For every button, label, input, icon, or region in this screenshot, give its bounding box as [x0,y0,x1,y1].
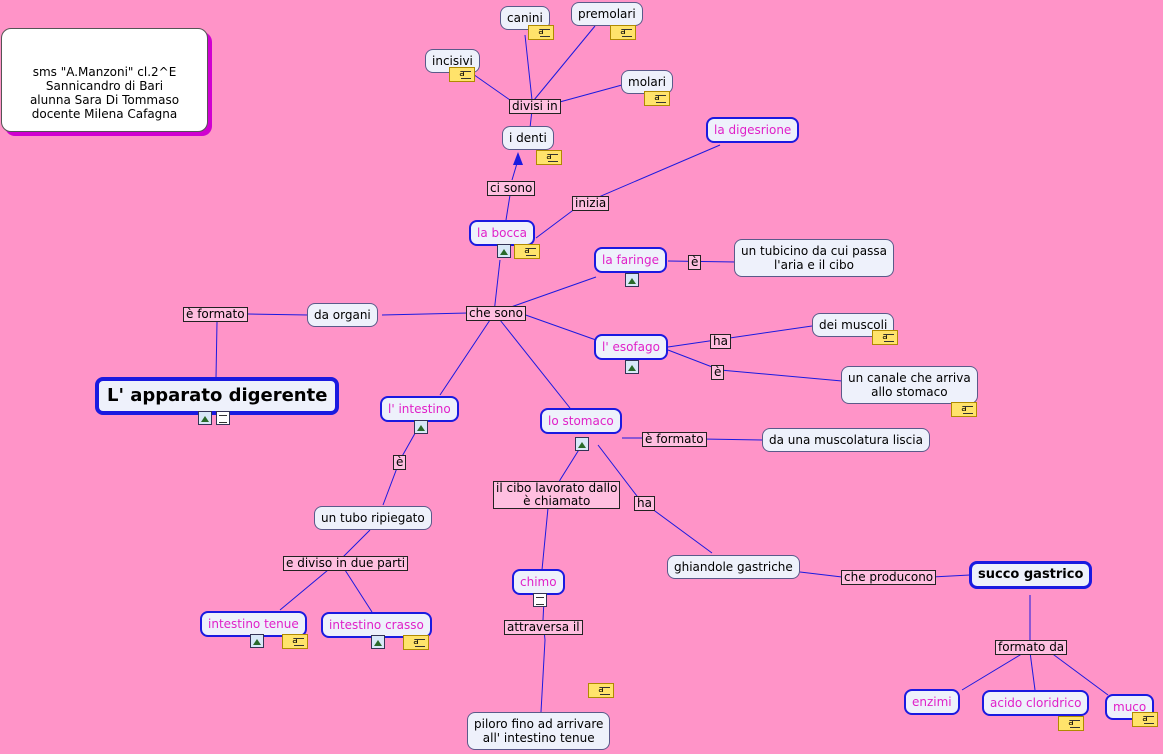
note-icon[interactable]: a [282,634,308,649]
note-icon[interactable]: a [1132,712,1158,727]
node-tubicino[interactable]: un tubicino da cui passa l'aria e il cib… [734,239,894,277]
main-concept-node[interactable]: L' apparato digerente [95,377,340,415]
node-line: un tubicino da cui passa [741,244,887,258]
link-label[interactable]: è [393,455,407,470]
image-icon[interactable] [198,411,212,425]
note-icon[interactable]: a [403,635,429,650]
node-chimo[interactable]: chimo [512,569,565,595]
info-line: docente Milena Cafagna [31,107,178,121]
node-acido[interactable]: acido cloridrico [982,690,1090,716]
node-muscolatura[interactable]: da una muscolatura liscia [762,428,930,452]
node-canini[interactable]: canini [500,6,550,30]
link-label[interactable]: è formato [642,432,707,447]
link-label-line: il cibo lavorato dallo [496,481,618,495]
node-line: allo stomaco [871,385,948,399]
node-l-intestino[interactable]: l' intestino [380,396,459,422]
node-line: l'aria e il cibo [773,258,854,272]
note-icon[interactable]: a [951,402,977,417]
link-label[interactable]: ha [634,496,655,511]
node-la-bocca[interactable]: la bocca [469,220,536,246]
note-icon[interactable]: a [610,25,636,40]
note-icon[interactable]: a [514,244,540,259]
info-line: alunna Sara Di Tommaso [29,93,180,107]
link-label[interactable]: è [711,365,725,380]
node-lo-stomaco[interactable]: lo stomaco [540,408,622,434]
link-label[interactable]: inizia [572,196,610,211]
link-label[interactable]: attraversa il [504,620,583,635]
note-icon[interactable]: a [528,25,554,40]
link-label[interactable]: che producono [841,570,937,585]
info-line: Sannicandro di Bari [45,79,164,93]
node-premolari[interactable]: premolari [571,2,643,26]
image-icon[interactable] [371,635,385,649]
image-icon[interactable] [250,634,264,648]
note-icon[interactable]: a [449,67,475,82]
node-la-faringe[interactable]: la faringe [594,247,667,273]
link-label[interactable]: divisi in [509,99,561,114]
link-label[interactable]: il cibo lavorato dallo è chiamato [493,481,621,509]
node-succo-gastrico[interactable]: succo gastrico [969,561,1093,589]
link-label-line: è chiamato [523,494,591,508]
node-tubo-ripiegato[interactable]: un tubo ripiegato [314,506,432,530]
link-label[interactable]: ci sono [487,181,536,196]
note-icon[interactable]: a [1058,716,1084,731]
link-label[interactable]: formato da [995,640,1068,655]
node-l-esofago[interactable]: l' esofago [594,334,668,360]
image-icon[interactable] [575,437,589,451]
image-icon[interactable] [414,420,428,434]
node-line: piloro fino ad arrivare [474,717,604,731]
note-icon[interactable]: a [588,683,614,698]
link-label[interactable]: che sono [466,306,526,321]
node-intestino-tenue[interactable]: intestino tenue [200,611,307,637]
note-icon[interactable]: a [536,150,562,165]
node-piloro[interactable]: piloro fino ad arrivare all' intestino t… [467,712,611,750]
note-icon[interactable]: a [872,330,898,345]
node-i-denti[interactable]: i denti [502,126,554,150]
link-label[interactable]: ha [710,334,731,349]
note-icon[interactable]: a [644,91,670,106]
node-line: un canale che arriva [848,371,971,385]
arrowhead-icon [513,152,523,165]
document-icon[interactable] [533,593,547,607]
image-icon[interactable] [497,244,511,258]
link-label[interactable]: e diviso in due parti [283,556,409,571]
document-icon[interactable] [216,411,230,425]
node-da-organi[interactable]: da organi [307,303,378,327]
node-ghiandole[interactable]: ghiandole gastriche [667,555,800,579]
link-label[interactable]: è [688,255,702,270]
image-icon[interactable] [625,360,639,374]
node-enzimi[interactable]: enzimi [904,689,960,715]
node-line: all' intestino tenue [482,731,595,745]
node-canale[interactable]: un canale che arriva allo stomaco [841,366,978,404]
link-label[interactable]: è formato [183,307,248,322]
info-box: sms "A.Manzoni" cl.2^E Sannicandro di Ba… [1,28,208,132]
image-icon[interactable] [625,273,639,287]
info-line: sms "A.Manzoni" cl.2^E [32,65,177,79]
node-la-digesrione[interactable]: la digesrione [706,117,800,143]
